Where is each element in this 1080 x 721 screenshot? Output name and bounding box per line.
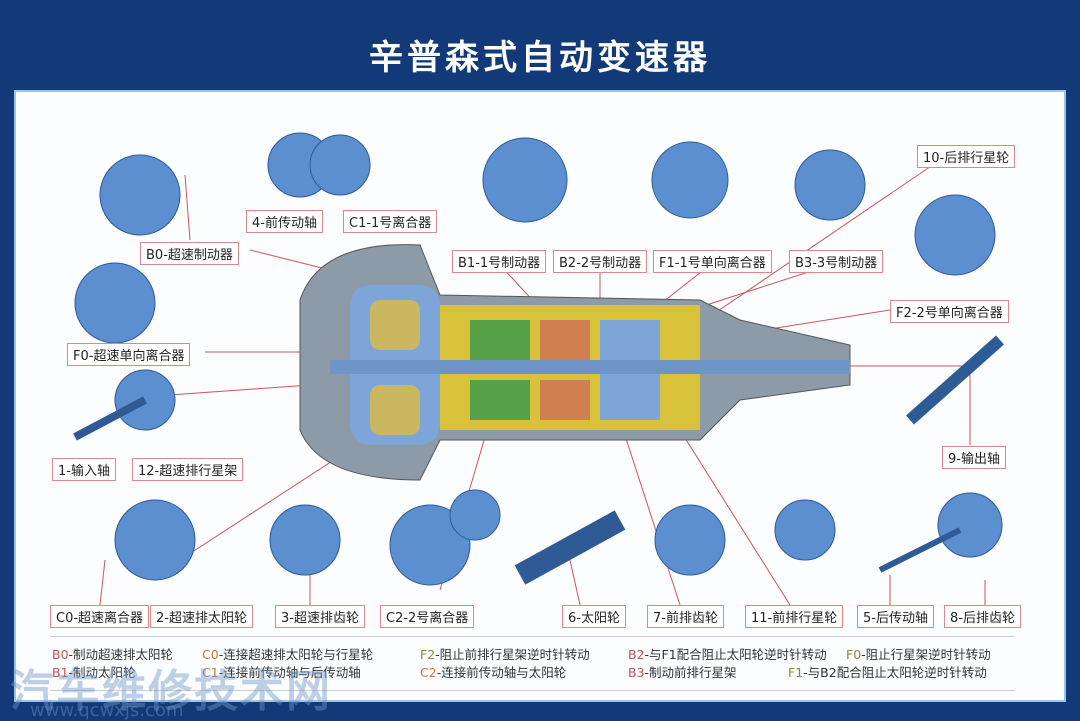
label-10: 10-后排行星轮 [917,145,1016,168]
label-f1: F1-1号单向离合器 [653,250,772,273]
legend-divider-bottom [50,690,1015,691]
watermark-name: 汽车维修技术网 [10,666,332,717]
label-f0: F0-超速单向离合器 [67,343,191,366]
label-5: 5-后传动轴 [857,605,934,628]
label-9: 9-输出轴 [942,446,1006,469]
legend-item: C0-连接超速排太阳轮与行星轮 [202,647,374,662]
label-b2: B2-2号制动器 [553,250,648,273]
legend: B0-制动超速排太阳轮 C0-连接超速排太阳轮与行星轮 F2-阻止前排行星架逆时… [52,646,991,682]
legend-item: B1-制动太阳轮 [52,665,136,680]
watermark-url: www.qcwxjs.com [30,700,184,721]
legend-item: F0-阻止行星架逆时针转动 [846,647,991,662]
label-7: 7-前排齿轮 [647,605,724,628]
label-3: 3-超速排齿轮 [275,605,365,628]
legend-item: B0-制动超速排太阳轮 [52,647,174,662]
label-c1: C1-1号离合器 [343,210,438,233]
legend-divider-top [50,636,1015,637]
label-12: 12-超速排行星架 [132,458,244,481]
label-8: 8-后排齿轮 [944,605,1021,628]
legend-row-2: B1-制动太阳轮 C1-连接前传动轴与后传动轴 C2-连接前传动轴与太阳轮 B3… [52,664,991,682]
label-2: 2-超速排太阳轮 [150,605,253,628]
label-c0: C0-超速离合器 [50,605,150,628]
exploded-parts [73,132,1004,586]
label-11: 11-前排行星轮 [745,605,844,628]
legend-item: C2-连接前传动轴与太阳轮 [420,665,567,680]
label-6: 6-太阳轮 [562,605,626,628]
transmission-case [299,244,851,481]
legend-row-1: B0-制动超速排太阳轮 C0-连接超速排太阳轮与行星轮 F2-阻止前排行星架逆时… [52,646,991,664]
legend-item: F1-与B2配合阻止太阳轮逆时针转动 [788,665,987,680]
label-c2: C2-2号离合器 [380,605,475,628]
label-1: 1-输入轴 [52,458,116,481]
legend-item: B2-与F1配合阻止太阳轮逆时针转动 [628,647,827,662]
legend-item: F2-阻止前排行星架逆时针转动 [420,647,590,662]
poster-title: 辛普森式自动变速器 [369,38,711,78]
label-f2: F2-2号单向离合器 [890,300,1009,323]
legend-item: C1-连接前传动轴与后传动轴 [202,665,361,680]
label-b0: B0-超速制动器 [140,242,239,265]
label-4: 4-前传动轴 [246,210,323,233]
label-b1: B1-1号制动器 [452,250,547,273]
label-b3: B3-3号制动器 [789,250,884,273]
legend-item: B3-制动前排行星架 [628,665,737,680]
